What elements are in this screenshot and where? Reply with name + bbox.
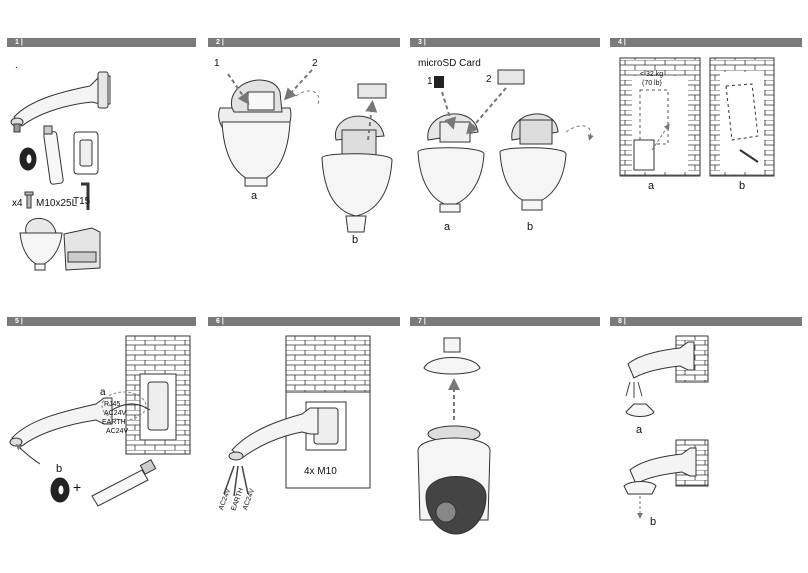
step2-label-b: b xyxy=(352,234,359,246)
step-6-header: 6 | xyxy=(208,317,400,326)
step2-camera-b xyxy=(321,115,393,233)
step8-bracket-b xyxy=(629,447,697,485)
step-5-header: 5 | xyxy=(7,317,196,326)
step4-label-a: a xyxy=(648,180,655,192)
step1-manual-box xyxy=(63,227,101,271)
step-2-header: 2 | xyxy=(208,38,400,47)
step5-bracket-arm xyxy=(9,397,113,447)
step3-label-a: a xyxy=(444,221,451,233)
step-3-header: 3 | xyxy=(410,38,600,47)
step3-label-b: b xyxy=(527,221,534,233)
step-7-header: 7 | xyxy=(410,317,600,326)
step2-label-a: a xyxy=(251,190,258,202)
step1-screw-icon xyxy=(24,191,34,209)
step7-top-cap xyxy=(423,337,481,375)
step3-microsd-label: microSD Card xyxy=(418,58,481,69)
step8-label-a: a xyxy=(636,424,643,436)
step8-label-b: b xyxy=(650,516,657,528)
step5-grease-tube xyxy=(91,459,157,507)
step2-cover xyxy=(357,83,387,99)
step8-cap-a xyxy=(625,403,655,417)
step6-bolts: 4x M10 xyxy=(304,466,337,477)
step4-template-b xyxy=(725,83,759,141)
step8-bracket-a xyxy=(627,341,695,379)
microsd-card-icon xyxy=(434,76,444,88)
step1-screw-size: M10x25L xyxy=(36,198,78,209)
step-4-header: 4 | xyxy=(610,38,802,47)
step1-qty: x4 xyxy=(12,198,23,209)
step5-label-a: a xyxy=(100,387,106,398)
step5-wire-ac24v: AC24V xyxy=(104,410,127,417)
step5-plus: + xyxy=(73,479,82,495)
step1-gasket-ring xyxy=(19,147,37,171)
step4-weight-lb: (70 lb) xyxy=(642,80,662,87)
step2-label-2: 2 xyxy=(312,58,318,69)
step3-cover xyxy=(497,69,525,85)
step3-label-2: 2 xyxy=(486,74,492,85)
step-8-header: 8 | xyxy=(610,317,802,326)
step6-bracket-arm xyxy=(228,407,319,461)
step1-dot: . xyxy=(15,60,18,71)
step4-weight: < 32 kg xyxy=(640,71,664,78)
step5-gasket-ring xyxy=(50,477,70,503)
step5-label-b: b xyxy=(56,463,63,475)
step2-camera-a xyxy=(218,79,292,187)
step3-camera-b xyxy=(499,113,567,211)
step7-camera xyxy=(417,425,491,535)
step1-key-size: T15 xyxy=(73,196,91,207)
step3-label-1: 1 xyxy=(427,76,433,87)
step1-camera xyxy=(19,217,63,271)
step5-wire-ac24v-2: AC24V xyxy=(106,428,129,435)
step1-plate xyxy=(73,131,99,175)
step5-wire-earth: EARTH xyxy=(102,419,126,426)
step5-wire-rj45: RJ45 xyxy=(104,401,121,408)
step1-hex-key xyxy=(81,182,90,210)
step4-plate-a xyxy=(633,139,655,171)
step-1-header: 1 | xyxy=(7,38,196,47)
step1-bracket-arm xyxy=(10,71,111,133)
step1-grease-tube xyxy=(43,125,64,185)
step2-label-1: 1 xyxy=(214,58,220,69)
step4-label-b: b xyxy=(739,180,746,192)
step3-camera-a xyxy=(417,113,485,213)
